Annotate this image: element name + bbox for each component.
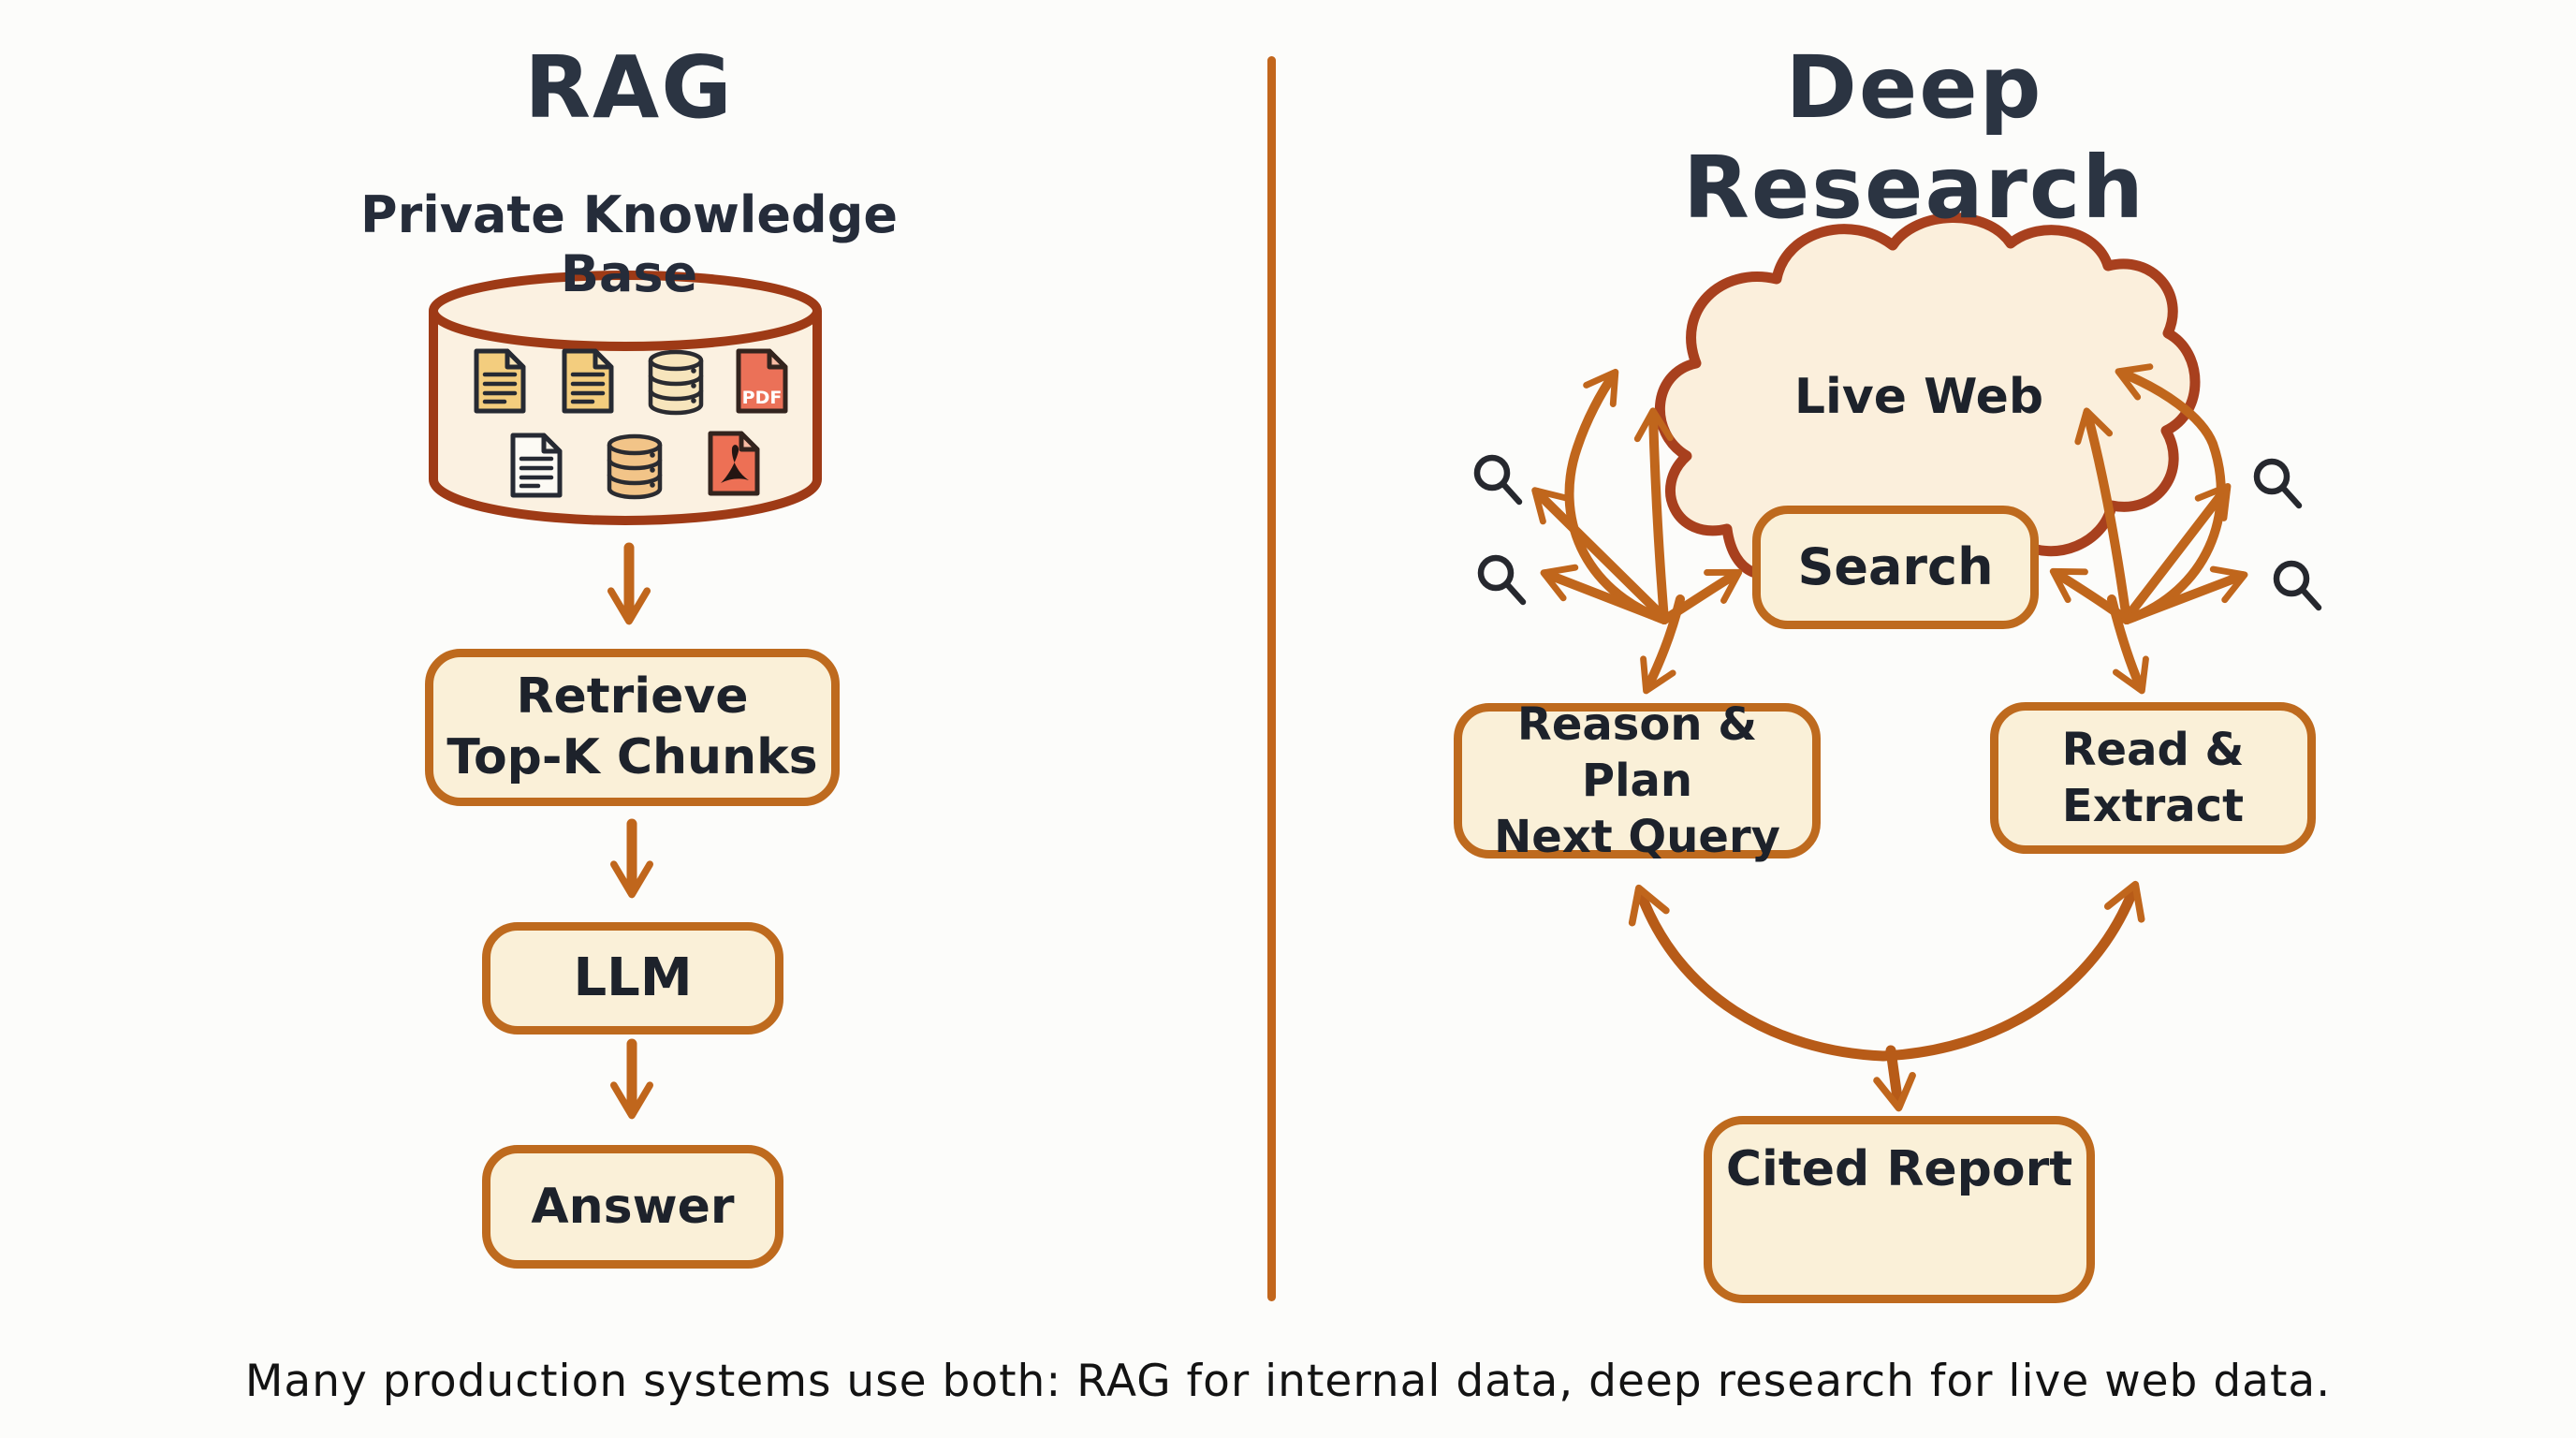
magnifier-icon [1477, 554, 1527, 606]
pdf-badge-label: PDF [742, 388, 783, 408]
magnifier-icon [2253, 458, 2303, 509]
arrow-right-to-cloud [2074, 407, 2131, 624]
live-web-label: Live Web [1793, 369, 2044, 425]
answer-box: Answer [482, 1145, 783, 1269]
arrow-into-reason [1640, 594, 1685, 695]
arrow-into-read [2107, 594, 2149, 695]
retrieve-line1: Retrieve [516, 668, 749, 725]
search-label: Search [1797, 537, 1994, 597]
read-line1: Read & [2061, 724, 2245, 776]
arrow-left-to-cloud [1633, 407, 1674, 624]
doc-icon [474, 348, 526, 414]
doc-icon [510, 433, 563, 498]
retrieve-topk-box: Retrieve Top-K Chunks [425, 649, 840, 806]
arrow-to-cited-report [1873, 1045, 1916, 1112]
pdf-icon: PDF [736, 348, 788, 414]
answer-label: Answer [531, 1178, 735, 1235]
search-box: Search [1752, 506, 2039, 629]
magnifier-icon [2273, 560, 2322, 611]
reason-line1: Reason & Plan [1516, 698, 1758, 807]
retrieve-line2: Top-K Chunks [446, 729, 818, 785]
arrow-to-magnifier [2122, 565, 2248, 624]
deep-research-title: Deep Research [1683, 37, 2145, 238]
llm-box: LLM [482, 922, 783, 1034]
arrow-to-magnifier [1540, 564, 1669, 624]
cited-report-label: Cited Report [1725, 1141, 2073, 1197]
database-icon [648, 349, 704, 416]
reason-line2: Next Query [1494, 811, 1780, 863]
arrow-to-magnifier [1531, 487, 1669, 623]
read-line2: Extract [2061, 780, 2245, 832]
private-knowledge-base-label: Private Knowledge Base [360, 185, 898, 303]
rag-title: RAG [524, 37, 734, 138]
read-extract-box: Read & Extract [1990, 702, 2316, 854]
pdf-adobe-icon [708, 431, 760, 496]
magnifier-icon [1473, 454, 1523, 506]
arrow-to-magnifier [2122, 482, 2232, 623]
doc-icon [562, 348, 614, 414]
cited-report-box: Cited Report [1704, 1116, 2095, 1303]
column-divider-line [1267, 56, 1276, 1301]
arc-to-read [1878, 880, 2145, 1062]
arc-to-reason [1628, 884, 1889, 1062]
arrow-left-to-cloud-curved [1564, 368, 1669, 624]
reason-plan-box: Reason & Plan Next Query [1454, 698, 1821, 863]
database-icon [607, 433, 663, 500]
bottom-caption: Many production systems use both: RAG fo… [244, 1356, 2332, 1407]
arrow-right-to-cloud-curved [2115, 363, 2226, 624]
llm-label: LLM [573, 947, 693, 1008]
